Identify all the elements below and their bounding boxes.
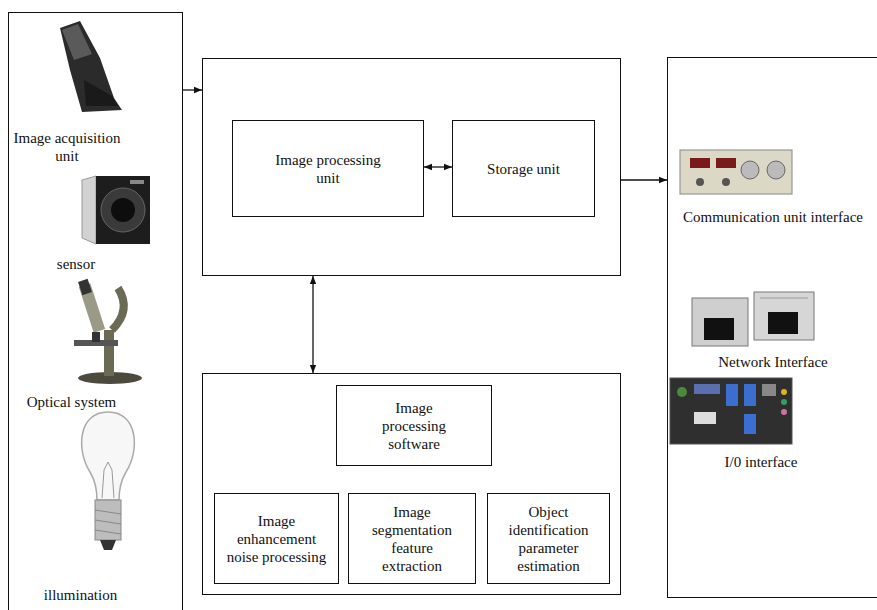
part-label: Network Interface: [673, 353, 873, 371]
rack-device-part: [680, 150, 792, 194]
arrow-connector: [621, 179, 667, 180]
microscope: [74, 279, 142, 384]
software-group: Image processing softwareImage enhanceme…: [202, 373, 621, 595]
camera-sensor: [82, 176, 150, 244]
arrow-connector: [183, 89, 202, 90]
part-label: I/0 interface: [681, 453, 841, 471]
scanner-device-part: [60, 21, 122, 112]
network-adapters-part: [692, 298, 748, 346]
function-box: Image segmentation feature extraction: [348, 493, 476, 584]
microscope-part: [112, 288, 124, 330]
light-bulb-part: [82, 412, 135, 500]
part-label: sensor: [46, 255, 106, 273]
light-bulb-part: [95, 530, 121, 534]
light-bulb-part: [102, 462, 114, 498]
process-box: Image processing unit: [232, 120, 424, 217]
network-adapters-part: [704, 318, 734, 340]
rack-device-part: [767, 161, 785, 179]
light-bulb-part: [95, 500, 121, 540]
camera-sensor-part: [111, 198, 135, 222]
microscope-part: [78, 279, 92, 295]
interface-panel: Communication unit interfaceNetwork Inte…: [667, 57, 877, 598]
box-label: Image processing software: [373, 399, 455, 453]
part-label: Optical system: [9, 393, 134, 411]
io-panel-part: [726, 384, 738, 406]
rack-device-part: [696, 178, 704, 186]
software-box: Image processing software: [336, 385, 492, 466]
io-panel-part: [781, 409, 787, 415]
camera-sensor-part: [82, 176, 96, 244]
light-bulb-part: [95, 520, 121, 524]
io-panel-part: [694, 384, 720, 394]
box-label: Storage unit: [487, 160, 560, 178]
box-label: Image segmentation feature extraction: [362, 503, 462, 575]
rack-device-part: [722, 178, 730, 186]
box-label: Object identification parameter estimati…: [499, 503, 599, 575]
network-adapters-part: [760, 298, 808, 299]
camera-sensor-part: [130, 180, 144, 184]
scanner-device-part: [62, 24, 92, 60]
rack-device-part: [690, 158, 710, 168]
arrow-connector: [424, 166, 452, 167]
io-panel-part: [744, 384, 756, 406]
scanner-device-part: [84, 80, 118, 106]
network-adapters: [692, 292, 814, 346]
rack-device-part: [716, 158, 736, 168]
light-bulb: [82, 412, 135, 550]
io-panel-part: [762, 384, 776, 396]
processing-group: Image processing unit Storage unit: [202, 58, 621, 276]
function-box: Object identification parameter estimati…: [487, 493, 610, 584]
scanner-device: [60, 21, 122, 112]
light-bulb-part: [95, 510, 121, 514]
arrow-connector: [312, 276, 313, 373]
camera-sensor-part: [96, 176, 150, 244]
function-box: Image enhancement noise processing: [214, 493, 339, 584]
box-label: Image enhancement noise processing: [227, 512, 327, 566]
io-panel: [670, 378, 792, 444]
light-bulb-part: [100, 540, 116, 550]
io-panel-part: [694, 412, 716, 424]
box-label: Image processing unit: [268, 151, 388, 187]
network-adapters-part: [754, 292, 814, 340]
storage-box: Storage unit: [452, 120, 595, 217]
io-panel-part: [744, 414, 756, 434]
io-panel-part: [670, 378, 792, 444]
rack-device-part: [741, 161, 759, 179]
part-label: Image acquisition unit: [11, 129, 123, 165]
microscope-part: [92, 332, 100, 342]
io-panel-part: [781, 389, 787, 395]
part-label: illumination: [23, 586, 138, 604]
network-adapters-part: [768, 312, 798, 334]
part-label: Communication unit interface: [673, 208, 873, 226]
camera-sensor-part: [101, 188, 145, 232]
io-panel-part: [677, 387, 687, 397]
input-panel: Image acquisition unit sensorOptical syst…: [8, 12, 183, 610]
io-panel-part: [781, 399, 787, 405]
microscope-part: [104, 330, 114, 376]
rack-device: [680, 150, 792, 194]
